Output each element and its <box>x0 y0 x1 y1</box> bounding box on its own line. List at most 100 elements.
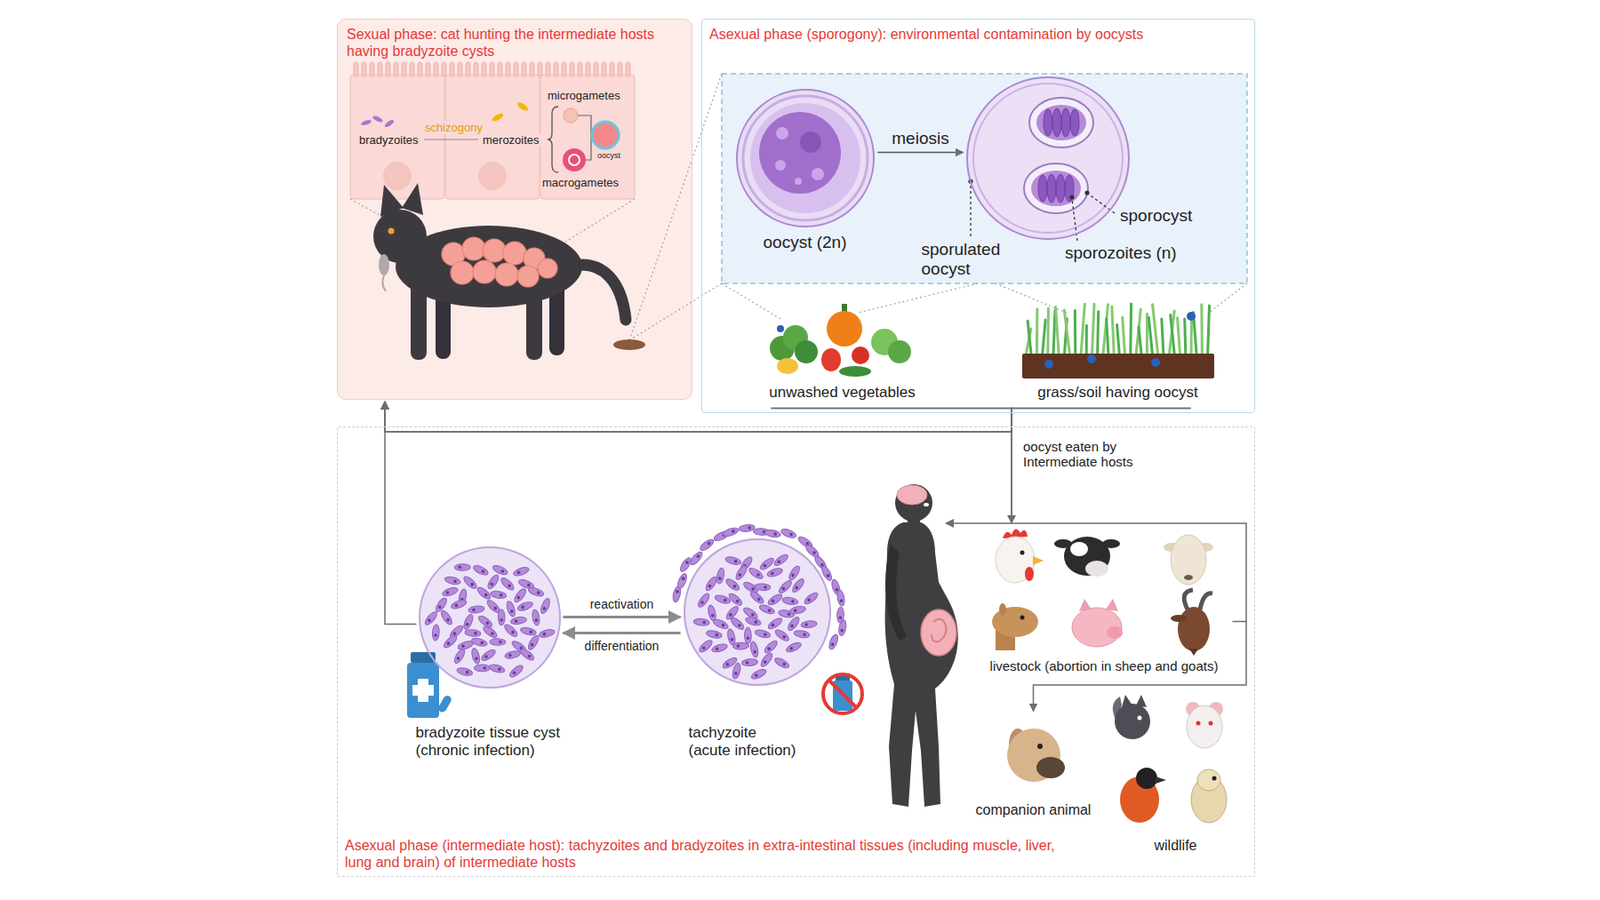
tissue-cyst-picture <box>750 667 768 681</box>
tissue-cyst-picture <box>531 609 541 627</box>
tissue-cyst-picture <box>782 634 787 640</box>
edge-label: differentiation <box>582 639 663 654</box>
wildlife-picture <box>1197 769 1221 792</box>
node-label: sporulated oocyst <box>921 240 1011 280</box>
intestinal-cell <box>417 62 423 77</box>
tissue-cyst-picture <box>423 610 439 628</box>
tissue-cyst-picture <box>811 551 816 556</box>
wildlife-picture <box>1212 776 1217 782</box>
part-label: sporozoites (n) <box>1063 243 1179 264</box>
tissue-cyst-picture <box>439 609 454 627</box>
host-group: wildlife <box>1109 688 1243 858</box>
tissue-cyst-picture <box>750 667 768 681</box>
intestinal-cell <box>361 62 367 77</box>
tissue-cyst-picture <box>456 656 461 662</box>
tissue-cyst-picture <box>504 649 521 661</box>
tissue-cyst-picture <box>482 666 487 671</box>
soil-picture <box>1042 320 1047 356</box>
sporulated-oocyst-picture <box>1056 174 1065 203</box>
dog-picture <box>1007 728 1065 783</box>
tissue-cyst-picture <box>542 607 547 612</box>
tissue-cyst-picture <box>770 571 776 576</box>
tissue-cyst-picture <box>754 584 771 592</box>
tissue-cyst-picture <box>542 632 546 636</box>
tissue-cyst-picture <box>441 586 459 599</box>
wildlife-picture <box>1186 705 1223 749</box>
tissue-cyst-picture <box>539 597 552 616</box>
intestinal-cell <box>441 62 447 77</box>
tissue-cyst-picture <box>711 614 715 618</box>
livestock-picture <box>1106 626 1123 640</box>
tissue-cyst-picture <box>499 618 504 623</box>
sporulated-oocyst-picture <box>1064 175 1074 202</box>
tissue-cyst-picture <box>675 590 680 594</box>
circle-outline <box>967 77 1129 240</box>
intestinal-cell <box>577 62 583 77</box>
tissue-cyst-picture <box>493 606 498 611</box>
tissue-cyst-picture <box>773 532 777 536</box>
tissue-cyst-picture <box>485 621 490 626</box>
tissue-cyst-picture <box>678 556 693 574</box>
tissue-cyst-picture <box>732 642 749 650</box>
tissue-cyst-picture <box>510 616 528 626</box>
edge-label: meiosis <box>888 128 952 148</box>
tissue-cyst-picture <box>767 647 772 652</box>
tissue-cyst-picture <box>738 524 756 534</box>
tissue-cyst-picture <box>718 576 722 581</box>
tissue-cyst-picture <box>825 573 831 578</box>
tissue-cyst-picture <box>503 623 520 640</box>
part-label: oocyst <box>595 151 623 160</box>
intestinal-cell <box>625 62 631 77</box>
tissue-cyst-picture <box>744 616 762 627</box>
tissue-cyst-picture <box>538 628 556 640</box>
tachyzoite-circle: tachyzoite(acute infection) <box>683 538 832 687</box>
livestock-picture <box>999 603 1007 616</box>
parasite-stage <box>577 115 592 160</box>
tissue-cyst-picture <box>497 667 502 672</box>
tissue-cyst-picture <box>497 609 505 626</box>
tissue-cyst-picture <box>454 603 459 608</box>
tissue-cyst-picture <box>489 590 507 600</box>
tissue-cyst-picture <box>790 573 795 578</box>
livestock-picture <box>1032 556 1044 566</box>
soil-picture <box>1170 315 1176 356</box>
tissue-cyst-picture <box>787 564 802 582</box>
tissue-cyst-picture <box>840 629 844 633</box>
soil-picture <box>1035 309 1039 356</box>
soil-picture <box>1097 312 1099 356</box>
vegetables-picture <box>826 311 863 347</box>
tissue-cyst-picture <box>800 620 818 630</box>
tissue-cyst-picture <box>748 590 766 606</box>
tissue-cyst-picture <box>697 638 714 655</box>
tissue-cyst-picture <box>753 629 771 640</box>
tissue-cyst-picture <box>711 642 728 654</box>
sporulated-oocyst-picture <box>1024 163 1088 214</box>
sporulated-oocyst-picture <box>1031 170 1081 207</box>
tissue-cyst-picture <box>470 582 475 587</box>
tissue-cyst-picture <box>732 584 737 589</box>
tissue-cyst-picture <box>752 650 757 655</box>
soil-picture <box>1103 304 1109 356</box>
livestock-picture <box>1070 542 1088 557</box>
soil-picture <box>1184 319 1186 356</box>
tissue-cyst-picture <box>472 563 490 577</box>
circle-outline <box>418 546 561 689</box>
tissue-cyst-picture <box>432 624 440 641</box>
tissue-cyst-picture <box>480 640 484 645</box>
tissue-cyst-picture <box>699 600 704 606</box>
vegetables-picture <box>888 340 912 364</box>
intestinal-cell <box>545 62 551 77</box>
tissue-cyst-picture <box>770 623 776 628</box>
tissue-cyst-picture <box>520 626 537 638</box>
part-label: merozoites <box>480 133 542 147</box>
human-figure <box>885 544 907 642</box>
tissue-cyst-picture <box>753 620 758 624</box>
oocyst-picture <box>811 168 824 181</box>
tissue-cyst-picture <box>467 605 485 615</box>
soil-picture <box>1053 310 1056 356</box>
tissue-cyst-picture <box>499 593 504 598</box>
intestinal-cell <box>385 62 391 77</box>
tissue-cyst-picture <box>526 634 541 652</box>
tissue-cyst-picture <box>484 655 489 660</box>
